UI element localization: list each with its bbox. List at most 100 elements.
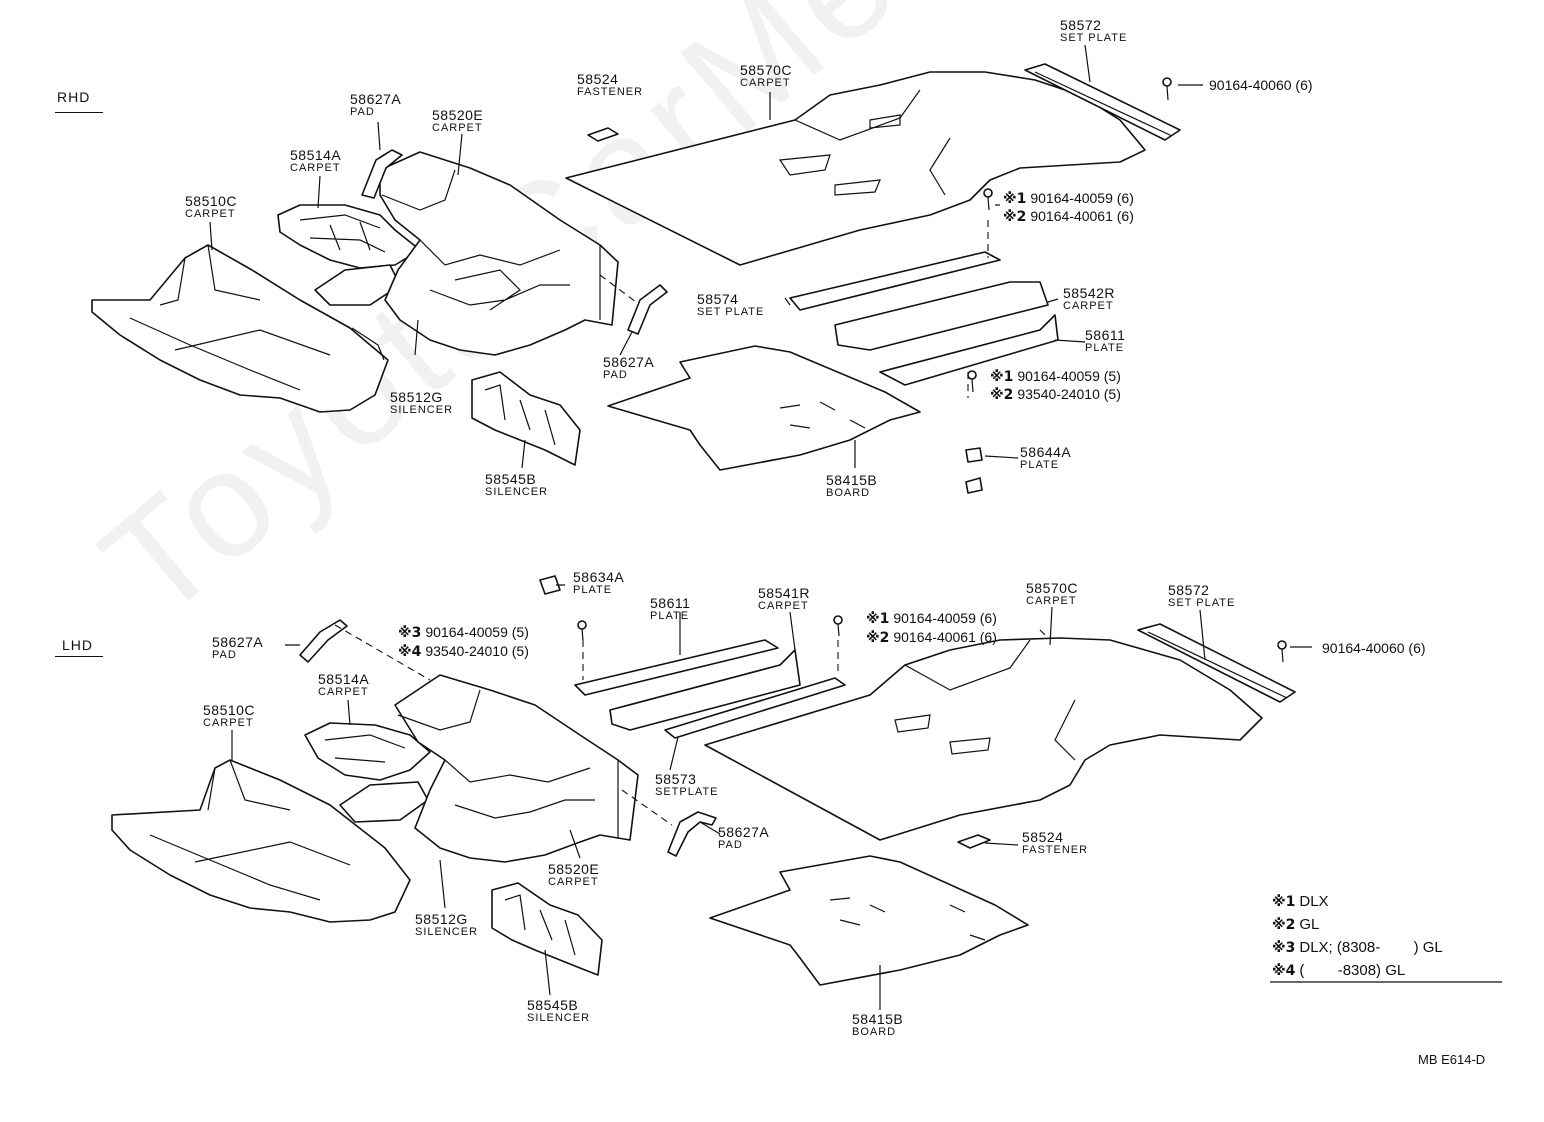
part-number: 58572 [1060, 17, 1102, 33]
section-rhd: RHD [57, 89, 91, 105]
note-mark: ※2 [990, 387, 1014, 403]
part-number: 58611 [650, 595, 691, 611]
section-lhd-rule [55, 656, 103, 657]
part-number: 58573 [655, 771, 697, 787]
part-name: SILENCER [390, 404, 454, 416]
screw-rhd-3-icon [967, 370, 977, 393]
legend-mark: ※1 [1272, 894, 1296, 910]
fastener-note-rhd-1: 90164-40060 (6) [1205, 77, 1313, 94]
note-part: 93540-24010 (5) [1017, 386, 1121, 402]
part-number: 58542R [1063, 285, 1116, 301]
part-name: SET PLATE [1060, 32, 1128, 44]
part-number: 58627A [718, 824, 770, 840]
part-name: CARPET [290, 162, 341, 174]
part-name: PLATE [650, 610, 690, 622]
part-name: BOARD [852, 1026, 897, 1038]
part-number: 58510C [185, 193, 238, 209]
part-number: 58572 [1168, 582, 1210, 598]
part-number: 58627A [350, 91, 402, 107]
note-part: 90164-40060 (6) [1322, 640, 1426, 656]
part-number: 58514A [290, 147, 342, 163]
legend-text: GL [1299, 916, 1320, 933]
part-name: CARPET [758, 600, 809, 612]
legend-mark: ※3 [1272, 940, 1296, 956]
note-part: 90164-40059 (6) [1030, 190, 1134, 206]
carpet-58570c-rhd-drawing [565, 71, 1146, 266]
part-number: 58415B [826, 472, 878, 488]
part-name: CARPET [203, 717, 254, 729]
part-name: SILENCER [527, 1012, 591, 1024]
part-name: PAD [718, 839, 743, 851]
drawing-code: MB E614-D [1418, 1052, 1486, 1067]
part-number: 58570C [740, 62, 793, 78]
note-part: 90164-40059 (6) [893, 610, 997, 626]
plate-58644a-rhd-2-drawing [965, 477, 983, 494]
note-mark: ※2 [1003, 209, 1027, 225]
plate-58634a-lhd-drawing [539, 575, 561, 595]
legend-text: DLX; (8308- ) GL [1299, 939, 1443, 956]
note-part: 93540-24010 (5) [425, 643, 529, 659]
note-mark: ※1 [1003, 191, 1027, 207]
section-rhd-rule [55, 112, 103, 113]
legend-text: DLX [1299, 893, 1329, 910]
screw-rhd-1-icon [1162, 77, 1172, 101]
part-number: 58520E [548, 861, 600, 877]
plate-58644a-rhd-1-drawing [965, 447, 983, 463]
note-part: 90164-40059 (5) [1017, 368, 1121, 384]
note-part: 90164-40061 (6) [1030, 208, 1134, 224]
part-name: PLATE [1085, 342, 1125, 354]
part-name: SILENCER [415, 926, 479, 938]
part-number: 58524 [577, 71, 619, 87]
set-plate-58574-rhd-drawing [789, 251, 1001, 311]
part-name: FASTENER [1022, 844, 1089, 856]
part-number: 58545B [527, 997, 579, 1013]
part-name: PLATE [1020, 459, 1060, 471]
part-name: SILENCER [485, 486, 549, 498]
screw-lhd-1-icon [577, 620, 587, 641]
note-part: 90164-40061 (6) [893, 629, 997, 645]
plate-58611-lhd-drawing [574, 639, 779, 696]
part-name: CARPET [318, 686, 369, 698]
board-58415b-rhd-drawing [607, 345, 921, 471]
part-name: SET PLATE [697, 306, 765, 318]
part-number: 58514A [318, 671, 370, 687]
carpet-58510c-rhd-drawing [91, 244, 389, 413]
pad-58627a-lhd-1-drawing [299, 619, 348, 663]
screw-rhd-2-icon [983, 188, 993, 211]
note-mark: ※3 [398, 625, 422, 641]
note-mark: ※4 [398, 644, 422, 660]
part-name: SETPLATE [655, 786, 719, 798]
legend-text: ( -8308) GL [1299, 962, 1406, 979]
plate-58611-rhd-drawing [879, 314, 1059, 386]
legend-item-4: ※4( -8308) GL [1272, 962, 1405, 979]
part-number: 58627A [603, 354, 655, 370]
legend-mark: ※2 [1272, 917, 1296, 933]
fastener-58524-rhd-drawing [587, 127, 619, 142]
part-name: CARPET [185, 208, 236, 220]
silencer-58545b-lhd-drawing [491, 882, 603, 976]
note-mark: ※1 [990, 369, 1014, 385]
part-name: CARPET [432, 122, 483, 134]
section-lhd: LHD [62, 637, 94, 653]
set-plate-58572-lhd-drawing [1137, 623, 1296, 703]
